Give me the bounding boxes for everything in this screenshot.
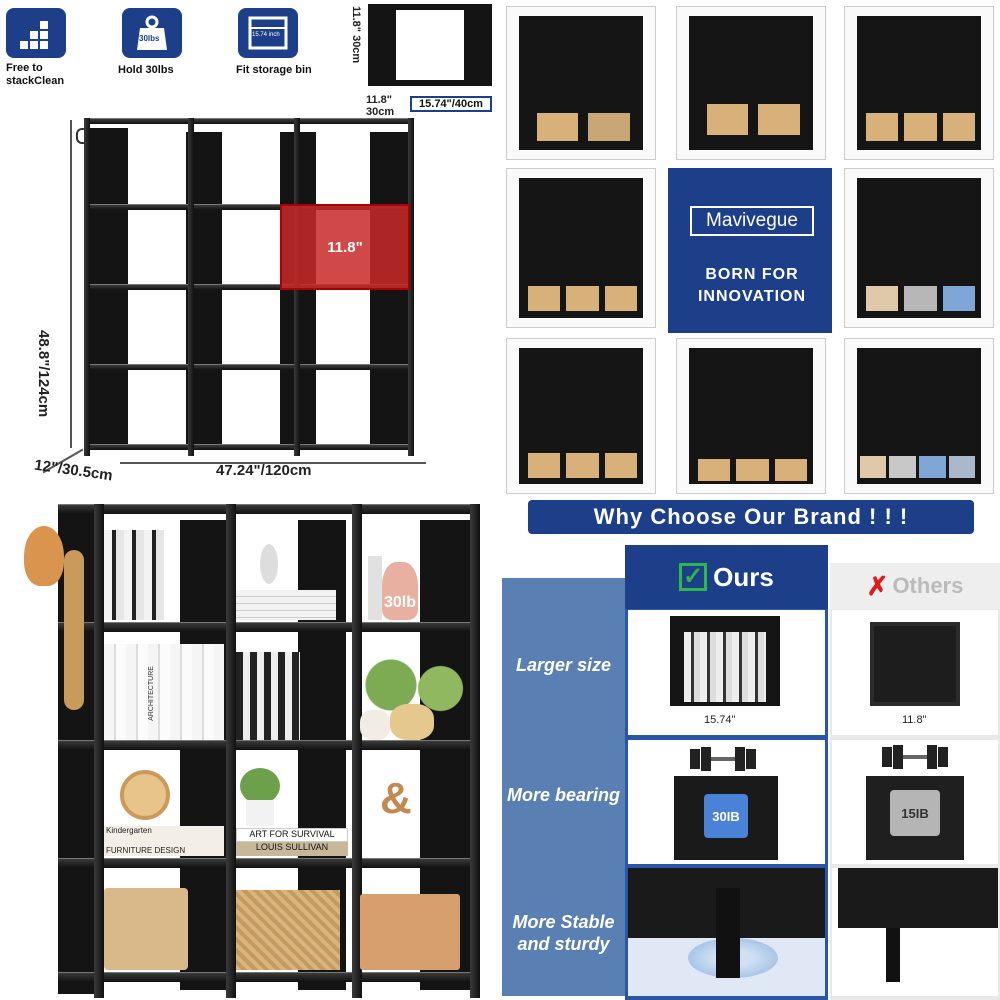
ours-bearing-badge: 30IB: [704, 794, 748, 838]
comparison-label-column: [502, 578, 625, 996]
shelf-dimension-drawing: [76, 118, 414, 456]
cube-depth-dim: 11.8" 30cm: [366, 94, 395, 118]
shelf-height-dim: 48.8"/124cm: [35, 330, 52, 418]
thumbnail-4[interactable]: [506, 168, 656, 328]
why-choose-banner: Why Choose Our Brand ! ! !: [528, 500, 974, 534]
dumbbell-icon: [688, 746, 758, 772]
bin-badge: 15.74 inch: [252, 32, 280, 38]
ours-bearing-cell: 30IB: [628, 740, 825, 864]
thumbnail-5[interactable]: [844, 168, 994, 328]
thumbnail-7[interactable]: [676, 338, 826, 494]
product-photo: 30lb ARCHITECTURE Kindergarten FURNITURE…: [24, 500, 480, 998]
row-label-stable: More Stable and sturdy: [512, 912, 615, 954]
others-size-value: 11.8": [902, 714, 927, 726]
others-stable-cell: [832, 868, 998, 996]
shelf-depth-dim: 12"/30.5cm: [33, 456, 114, 485]
row-label-size: Larger size: [515, 655, 612, 675]
highlight-cube: 11.8": [280, 204, 410, 290]
ampersand-decor: &: [380, 774, 412, 823]
kettlebell: 30lb: [382, 562, 418, 620]
feature-label-stack: Free to stackClean: [6, 62, 65, 87]
kettlebell-label: 30lb: [383, 594, 416, 611]
row-label-bearing: More bearing: [506, 785, 621, 805]
book-kindergarten: Kindergarten: [106, 826, 152, 835]
thumbnail-8[interactable]: [844, 338, 994, 494]
brand-tagline: BORN FOR INNOVATION: [697, 266, 807, 305]
highlight-cube-label: 11.8": [327, 238, 363, 256]
others-label: Others: [892, 573, 964, 598]
thumbnail-6[interactable]: [506, 338, 656, 494]
umbrella-icon: [64, 550, 84, 710]
feature-label-weight: Hold 30lbs: [118, 64, 174, 76]
weight-icon: 30lbs: [122, 8, 182, 58]
book-furniture-design: FURNITURE DESIGN: [106, 846, 186, 855]
ours-size-value: 15.74": [704, 714, 736, 726]
feature-label-bin: Fit storage bin: [236, 64, 312, 76]
others-bearing-cell: 15IB: [832, 740, 998, 864]
cube-diagram: [368, 4, 492, 92]
thumbnail-3[interactable]: [844, 6, 994, 160]
dumbbell-icon-2: [880, 744, 950, 770]
thumbnail-2[interactable]: [676, 6, 826, 160]
book-louis-sullivan: LOUIS SULLIVAN: [236, 842, 348, 856]
ours-label: Ours: [713, 561, 774, 592]
storage-bin-icon: 15.74 inch: [238, 8, 298, 58]
book-architecture: ARCHITECTURE: [147, 666, 155, 721]
thumbnail-1[interactable]: [506, 6, 656, 160]
brand-name: Mavivegue: [690, 206, 814, 236]
ours-stable-cell: [628, 868, 825, 996]
brand-panel: Mavivegue BORN FOR INNOVATION: [668, 168, 832, 333]
check-icon: ✓: [679, 563, 708, 591]
ours-header: ✓ Ours: [625, 545, 828, 609]
weight-badge: 30lbs: [139, 34, 160, 43]
others-header: ✗ Others: [830, 563, 1000, 609]
shelf-width-dim: 47.24"/120cm: [216, 462, 312, 479]
ours-size-cell: 15.74": [628, 610, 825, 735]
stack-icon: [6, 8, 66, 58]
book-art-for-survival: ART FOR SURVIVAL: [236, 828, 348, 842]
others-bearing-badge: 15IB: [890, 790, 940, 836]
cube-width-dim: 15.74"/40cm: [410, 96, 492, 112]
cross-icon: ✗: [866, 570, 889, 601]
others-size-cell: 11.8": [832, 610, 998, 735]
cube-height-dim: 11.8" 30cm: [350, 6, 362, 64]
hat-icon: [24, 526, 64, 586]
